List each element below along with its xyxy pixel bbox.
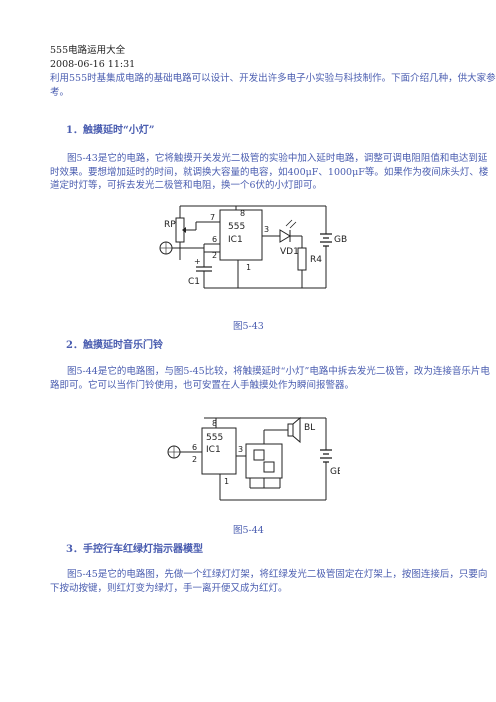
figure-5-43-caption: 图5-43	[233, 321, 264, 332]
label-pin6-b: 6	[192, 443, 197, 452]
section-3-paragraph: 图5-45是它的电路图，先做一个红绿灯灯架，将红绿发光二极管固定在灯架上，按图连…	[50, 569, 488, 594]
section-1-heading: 1．触摸延时“小灯”	[66, 125, 155, 136]
label-bl: BL	[304, 423, 315, 433]
label-ic-ref: IC1	[228, 235, 243, 245]
label-pin3-b: 3	[238, 445, 243, 454]
label-plus: +	[194, 257, 201, 266]
label-vd1: VD1	[280, 247, 299, 257]
circuit-diagram-5-44: 8 555 IC1 6 2 3 1 BL GB	[167, 416, 340, 501]
label-r4: R4	[310, 255, 322, 265]
section-2-heading: 2．触摸延时音乐门铃	[66, 340, 163, 351]
section-3-heading: 3．手控行车红绿灯指示器模型	[66, 544, 203, 555]
document-date: 2008-06-16 11:31	[50, 59, 136, 70]
label-gb: GB	[334, 235, 347, 245]
label-pin1: 1	[246, 263, 251, 272]
label-pin3: 3	[264, 225, 269, 234]
label-gb-b: GB	[330, 467, 340, 477]
label-pin2: 2	[212, 251, 217, 260]
label-pin8-b: 8	[212, 419, 217, 428]
intro-paragraph: 利用555时基集成电路的基础电路可以设计、开发出许多电子小实验与科技制作。下面介…	[50, 73, 496, 98]
section-1-paragraph: 图5-43是它的电路，它将触摸开关发光二极管的实验中加入延时电路，调整可调电阻阻…	[50, 153, 489, 191]
label-c1: C1	[188, 277, 200, 287]
document-title: 555电路运用大全	[50, 45, 126, 56]
figure-5-44-caption: 图5-44	[233, 525, 264, 536]
label-rp: RP	[164, 220, 176, 230]
label-pin6: 6	[212, 235, 217, 244]
section-2-paragraph: 图5-44是它的电路图，与图5-45比较，将触摸延时“小灯”电路中拆去发光二极管…	[50, 366, 490, 391]
circuit-diagram-5-43: RP 8 7 555 IC1 6 2 3 1 + C1 VD1 R4 GB	[159, 205, 347, 289]
label-pin1-b: 1	[224, 477, 229, 486]
label-pin7: 7	[210, 213, 215, 222]
label-ic-name: 555	[228, 222, 245, 232]
label-pin2-b: 2	[192, 455, 197, 464]
label-ic-ref-b: IC1	[206, 445, 221, 455]
label-ic-name-b: 555	[206, 433, 223, 443]
label-pin8: 8	[240, 209, 245, 218]
